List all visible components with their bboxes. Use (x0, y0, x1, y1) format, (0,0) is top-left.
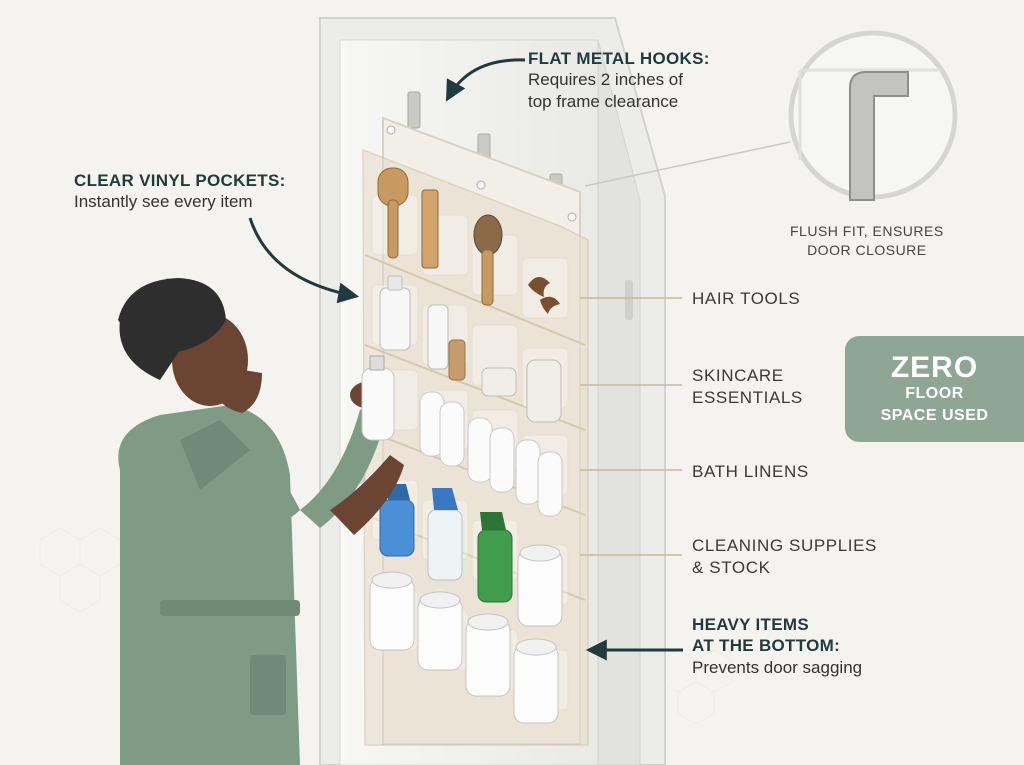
zero-floor-badge: ZERO FLOOR SPACE USED (845, 336, 1024, 442)
detail-caption-line1: FLUSH FIT, ENSURES (790, 223, 944, 239)
hooks-heading: FLAT METAL HOOKS: (528, 49, 710, 68)
badge-line1: ZERO (890, 350, 979, 384)
pockets-text: Instantly see every item (74, 192, 253, 212)
hook-detail-magnifier (584, 30, 958, 201)
detail-caption: FLUSH FIT, ENSURES DOOR CLOSURE (790, 222, 944, 260)
label-skincare-line2: ESSENTIALS (692, 388, 803, 408)
label-skincare: SKINCARE ESSENTIALS (692, 365, 803, 409)
bottle-icon (379, 275, 466, 381)
heavy-text: Prevents door sagging (692, 657, 863, 677)
label-leader-lines (580, 297, 682, 556)
pockets-heading: CLEAR VINYL POCKETS: (74, 171, 286, 190)
toilet-paper-icon (369, 571, 559, 724)
hooks-callout: FLAT METAL HOOKS: Requires 2 inches of t… (528, 48, 710, 112)
comb-icon (421, 189, 439, 269)
hooks-text-line2: top frame clearance (528, 91, 679, 111)
label-cleaning-line2: & STOCK (692, 558, 771, 578)
label-skincare-line1: SKINCARE (692, 366, 784, 385)
hair-clip-icon (528, 276, 560, 314)
heavy-heading-line1: HEAVY ITEMS (692, 615, 809, 634)
jar-icon (481, 359, 562, 423)
door-hinge (625, 280, 633, 320)
detail-caption-line2: DOOR CLOSURE (807, 241, 927, 258)
heavy-items-callout: HEAVY ITEMS AT THE BOTTOM: Prevents door… (692, 614, 862, 678)
pockets-callout: CLEAR VINYL POCKETS: Instantly see every… (74, 170, 286, 213)
badge-line2: FLOOR (905, 385, 964, 403)
label-bath-linens: BATH LINENS (692, 462, 809, 481)
pockets-callout-arrow (248, 217, 360, 304)
toilet-paper-icon (517, 544, 563, 627)
person-illustration (118, 278, 404, 765)
brush-icon (473, 214, 503, 306)
towel-roll-icon (419, 391, 563, 517)
hooks-text-line1: Requires 2 inches of (528, 70, 683, 90)
brush-icon (377, 167, 409, 259)
badge-line3: SPACE USED (880, 406, 989, 424)
spray-bottle-icon (379, 484, 513, 603)
metal-hook-icon (849, 71, 909, 201)
label-hair-tools: HAIR TOOLS (692, 289, 801, 308)
label-cleaning-line1: CLEANING SUPPLIES (692, 536, 877, 555)
label-cleaning: CLEANING SUPPLIES & STOCK (692, 535, 877, 579)
heavy-heading-line2: AT THE BOTTOM: (692, 636, 841, 656)
bottle-icon (361, 355, 395, 441)
hooks-callout-arrow (445, 58, 526, 102)
